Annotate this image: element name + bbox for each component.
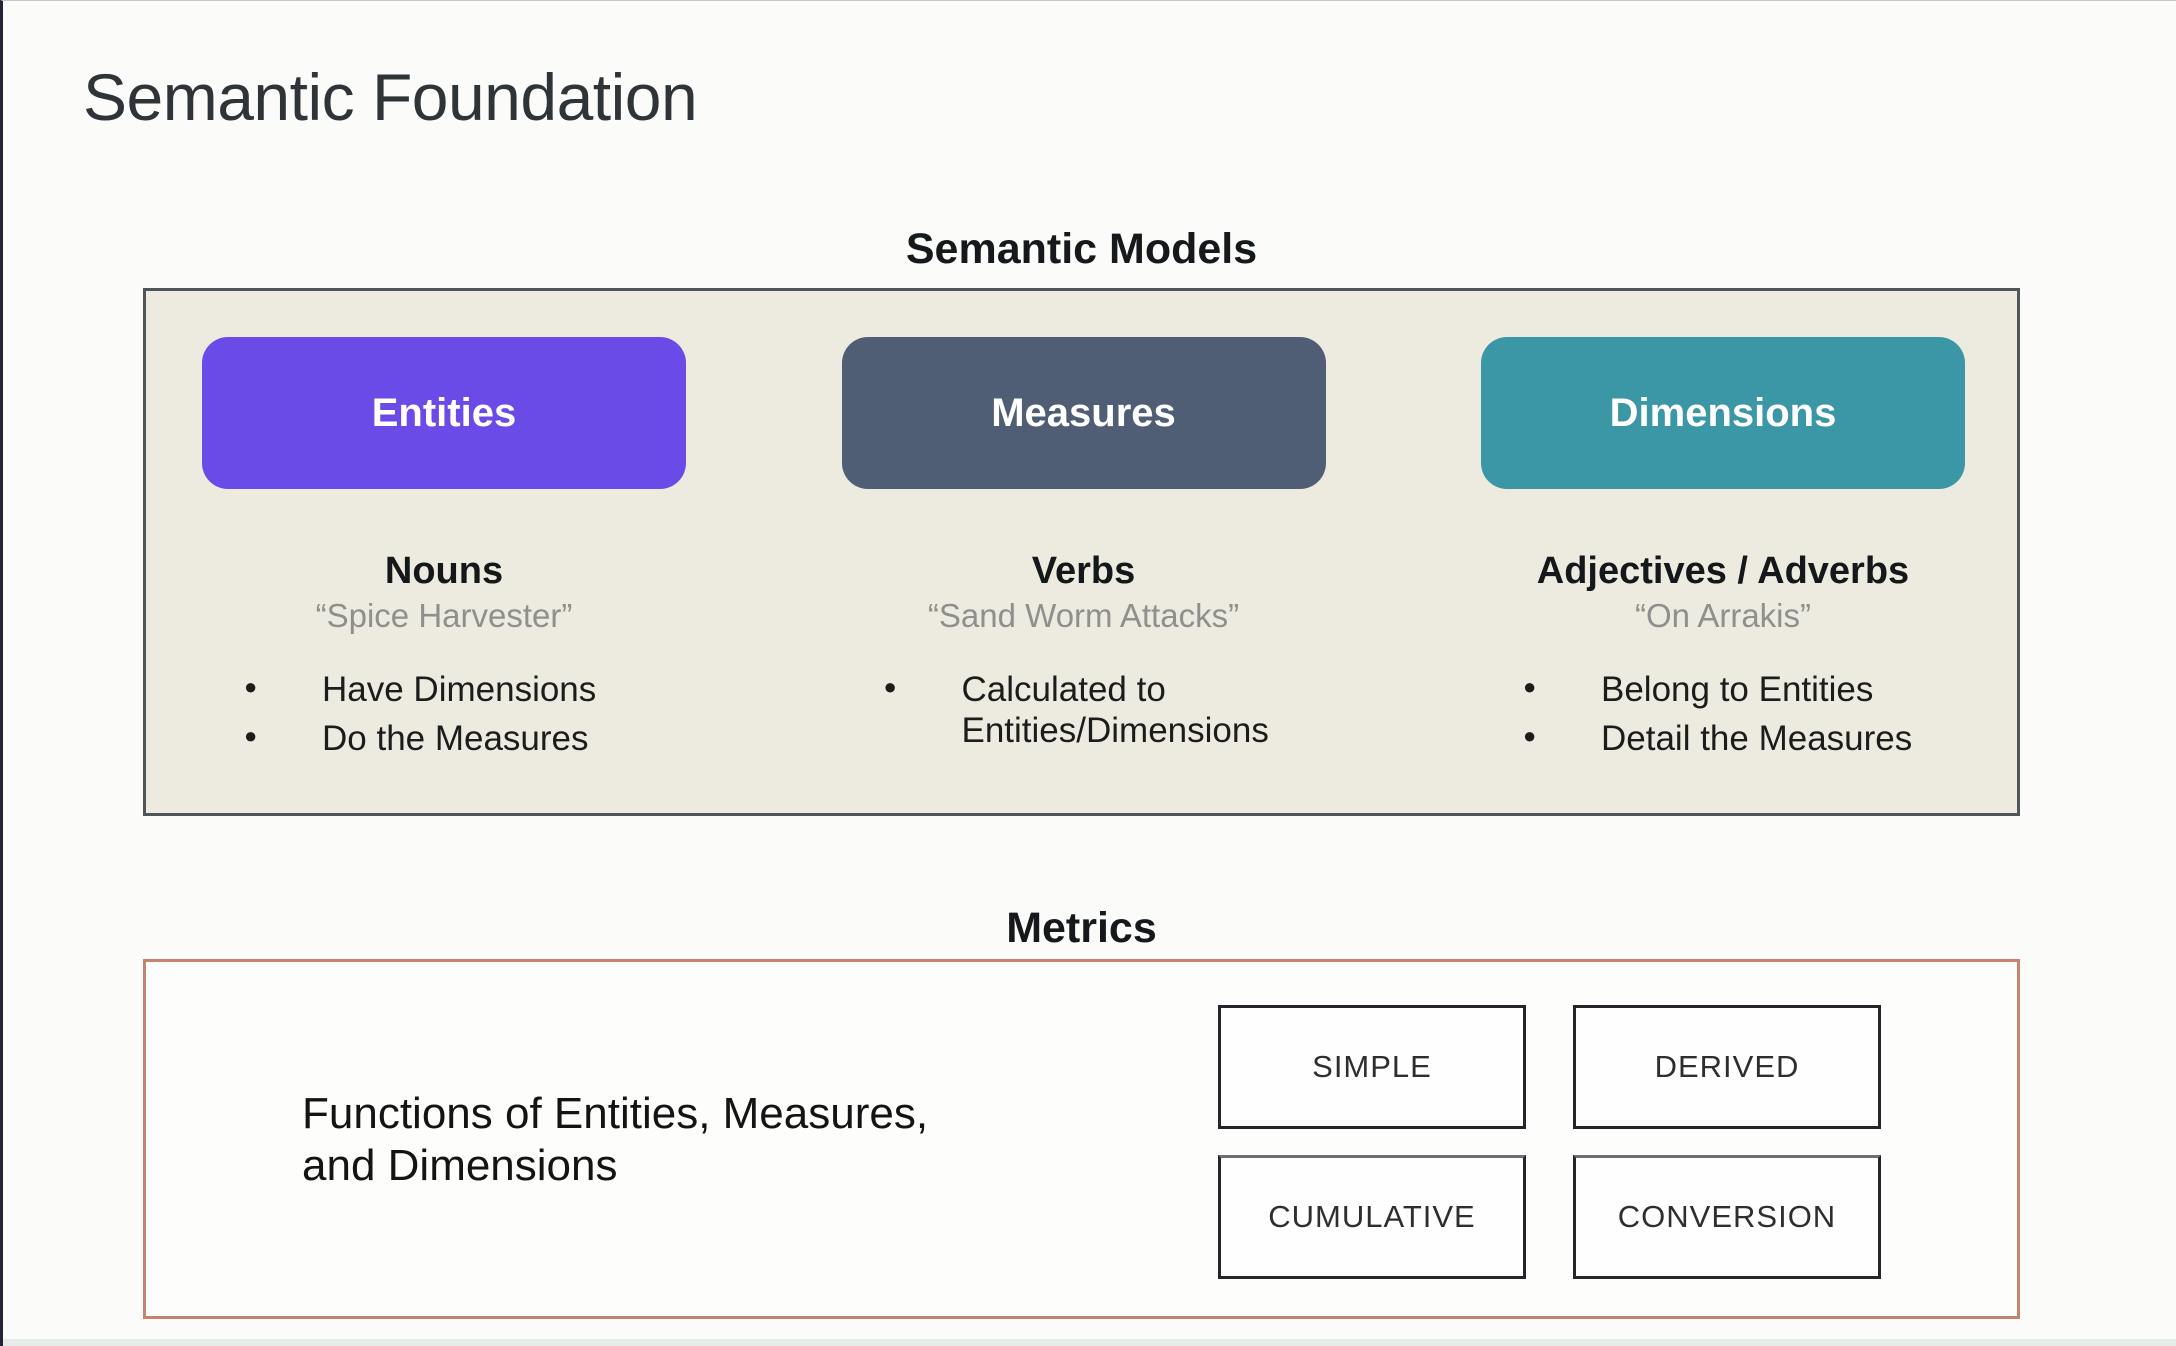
metric-type-grid: SIMPLE DERIVED CUMULATIVE CONVERSION bbox=[1218, 1005, 1881, 1279]
dimensions-column: Dimensions Adjectives / Adverbs “On Arra… bbox=[1481, 337, 1965, 813]
dimensions-role-label: Adjectives / Adverbs bbox=[1536, 550, 1910, 592]
bullet-item: Have Dimensions bbox=[202, 669, 686, 710]
bullet-item: Detail the Measures bbox=[1481, 718, 1965, 759]
entities-button: Entities bbox=[202, 337, 686, 489]
bottom-edge-strip bbox=[3, 1339, 2176, 1346]
measures-column: Measures Verbs “Sand Worm Attacks” Calcu… bbox=[841, 337, 1326, 813]
metrics-description: Functions of Entities, Measures, and Dim… bbox=[302, 1088, 928, 1192]
measures-button: Measures bbox=[841, 337, 1326, 489]
dimensions-example-label: “On Arrakis” bbox=[1634, 596, 1812, 634]
bullet-item: Belong to Entities bbox=[1481, 669, 1965, 710]
entities-example-label: “Spice Harvester” bbox=[315, 596, 573, 634]
dimensions-bullet-list: Belong to Entities Detail the Measures bbox=[1481, 669, 1965, 768]
metric-type-conversion: CONVERSION bbox=[1573, 1155, 1881, 1279]
entities-column: Entities Nouns “Spice Harvester” Have Di… bbox=[202, 337, 686, 813]
metrics-panel: Functions of Entities, Measures, and Dim… bbox=[143, 959, 2020, 1319]
semantic-models-panel: Entities Nouns “Spice Harvester” Have Di… bbox=[143, 288, 2020, 816]
metrics-description-line: Functions of Entities, Measures, bbox=[302, 1089, 929, 1138]
metric-type-simple: SIMPLE bbox=[1218, 1005, 1526, 1129]
bullet-item: Calculated to Entities/Dimensions bbox=[842, 669, 1326, 752]
semantic-models-heading: Semantic Models bbox=[905, 225, 1258, 273]
entities-bullet-list: Have Dimensions Do the Measures bbox=[202, 669, 686, 768]
measures-example-label: “Sand Worm Attacks” bbox=[927, 596, 1240, 634]
metrics-heading: Metrics bbox=[1006, 904, 1157, 952]
dimensions-button: Dimensions bbox=[1481, 337, 1965, 489]
metrics-description-line: and Dimensions bbox=[302, 1140, 618, 1190]
bullet-item: Do the Measures bbox=[202, 718, 686, 759]
metric-type-cumulative: CUMULATIVE bbox=[1218, 1155, 1526, 1279]
measures-role-label: Verbs bbox=[1031, 550, 1136, 592]
metric-type-derived: DERIVED bbox=[1573, 1005, 1881, 1129]
measures-bullet-list: Calculated to Entities/Dimensions bbox=[842, 669, 1326, 760]
page-title: Semantic Foundation bbox=[83, 60, 698, 134]
entities-role-label: Nouns bbox=[384, 550, 504, 592]
